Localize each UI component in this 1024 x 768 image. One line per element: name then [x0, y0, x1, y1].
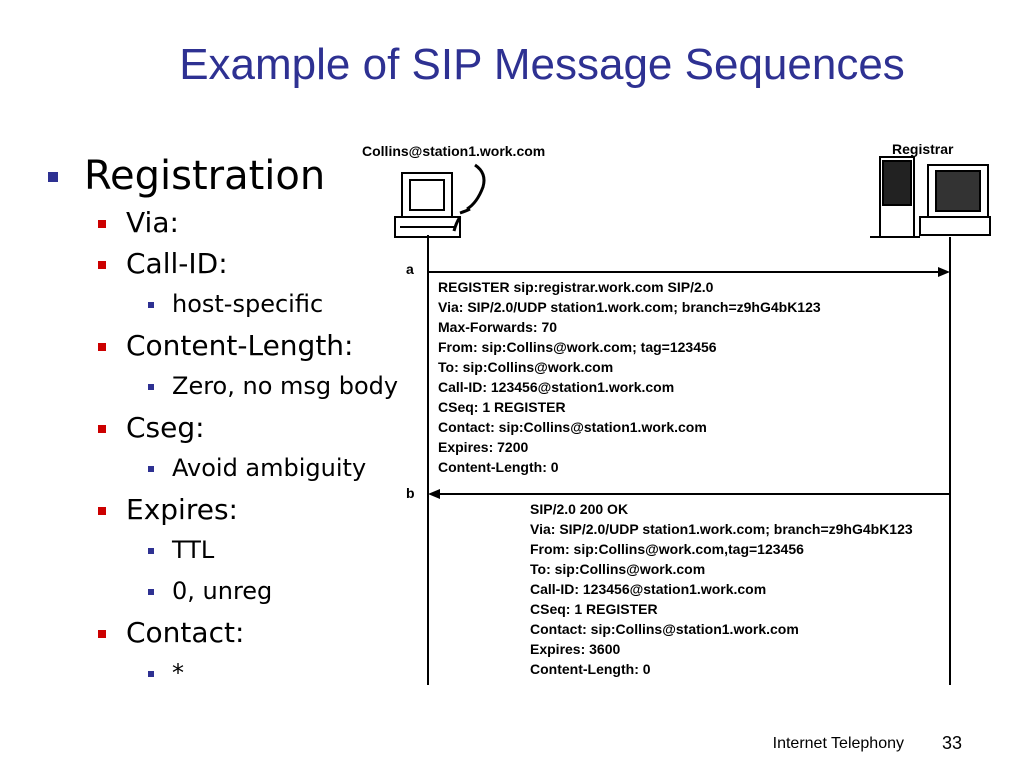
request-line: Max-Forwards: 70 — [438, 319, 558, 335]
bullet-expires: Expires: — [40, 489, 398, 530]
bullet-list: Registration Via: Call-ID: host-specific… — [40, 150, 398, 694]
bullet-zero-no-body: Zero, no msg body — [40, 366, 398, 407]
ok-response-message: SIP/2.0 200 OK Via: SIP/2.0/UDP station1.… — [530, 499, 913, 679]
slide-title: Example of SIP Message Sequences — [179, 40, 905, 89]
response-line: Call-ID: 123456@station1.work.com — [530, 581, 767, 597]
right-endpoint-label: Registrar — [892, 141, 954, 157]
response-line: Expires: 3600 — [530, 641, 621, 657]
bullet-host-specific: host-specific — [40, 284, 398, 325]
sip-sequence-diagram: Collins@station1.work.com Registrar a b … — [350, 135, 1000, 695]
request-line: Contact: sip:Collins@station1.work.com — [438, 419, 707, 435]
left-endpoint-label: Collins@station1.work.com — [362, 143, 546, 159]
workstation-icon — [394, 172, 461, 238]
request-line: Via: SIP/2.0/UDP station1.work.com; bran… — [438, 299, 821, 315]
request-line: CSeq: 1 REGISTER — [438, 399, 566, 415]
request-line: Content-Length: 0 — [438, 459, 559, 475]
page-number: 33 — [941, 733, 962, 753]
bullet-avoid-ambiguity: Avoid ambiguity — [40, 448, 398, 489]
response-line: Content-Length: 0 — [530, 661, 651, 677]
request-line: From: sip:Collins@work.com; tag=123456 — [438, 339, 717, 355]
bullet-zero-unreg: 0, unreg — [40, 571, 398, 612]
request-line: REGISTER sip:registrar.work.com SIP/2.0 — [438, 279, 714, 295]
bullet-via: Via: — [40, 202, 398, 243]
bullet-contact: Contact: — [40, 612, 398, 653]
response-line: SIP/2.0 200 OK — [530, 501, 629, 517]
bullet-registration: Registration — [40, 150, 398, 202]
bullet-content-length: Content-Length: — [40, 325, 398, 366]
bullet-ttl: TTL — [40, 530, 398, 571]
sequence-lines — [394, 156, 991, 685]
bullet-star: * — [40, 653, 398, 694]
footer-text: Internet Telephony — [772, 735, 904, 752]
response-line: CSeq: 1 REGISTER — [530, 601, 658, 617]
bullet-cseg: Cseg: — [40, 407, 398, 448]
arrow-ok-head — [428, 489, 440, 499]
step-a-label: a — [406, 261, 414, 277]
bullet-call-id: Call-ID: — [40, 243, 398, 284]
response-line: Via: SIP/2.0/UDP station1.work.com; bran… — [530, 521, 913, 537]
registrar-server-icon — [870, 156, 991, 238]
response-line: Contact: sip:Collins@station1.work.com — [530, 621, 799, 637]
request-line: Expires: 7200 — [438, 439, 529, 455]
telephone-icon — [452, 163, 486, 232]
response-line: To: sip:Collins@work.com — [530, 561, 706, 577]
arrow-register-head — [938, 267, 950, 277]
response-line: From: sip:Collins@work.com,tag=123456 — [530, 541, 804, 557]
request-line: To: sip:Collins@work.com — [438, 359, 614, 375]
request-line: Call-ID: 123456@station1.work.com — [438, 379, 675, 395]
step-b-label: b — [406, 485, 415, 501]
